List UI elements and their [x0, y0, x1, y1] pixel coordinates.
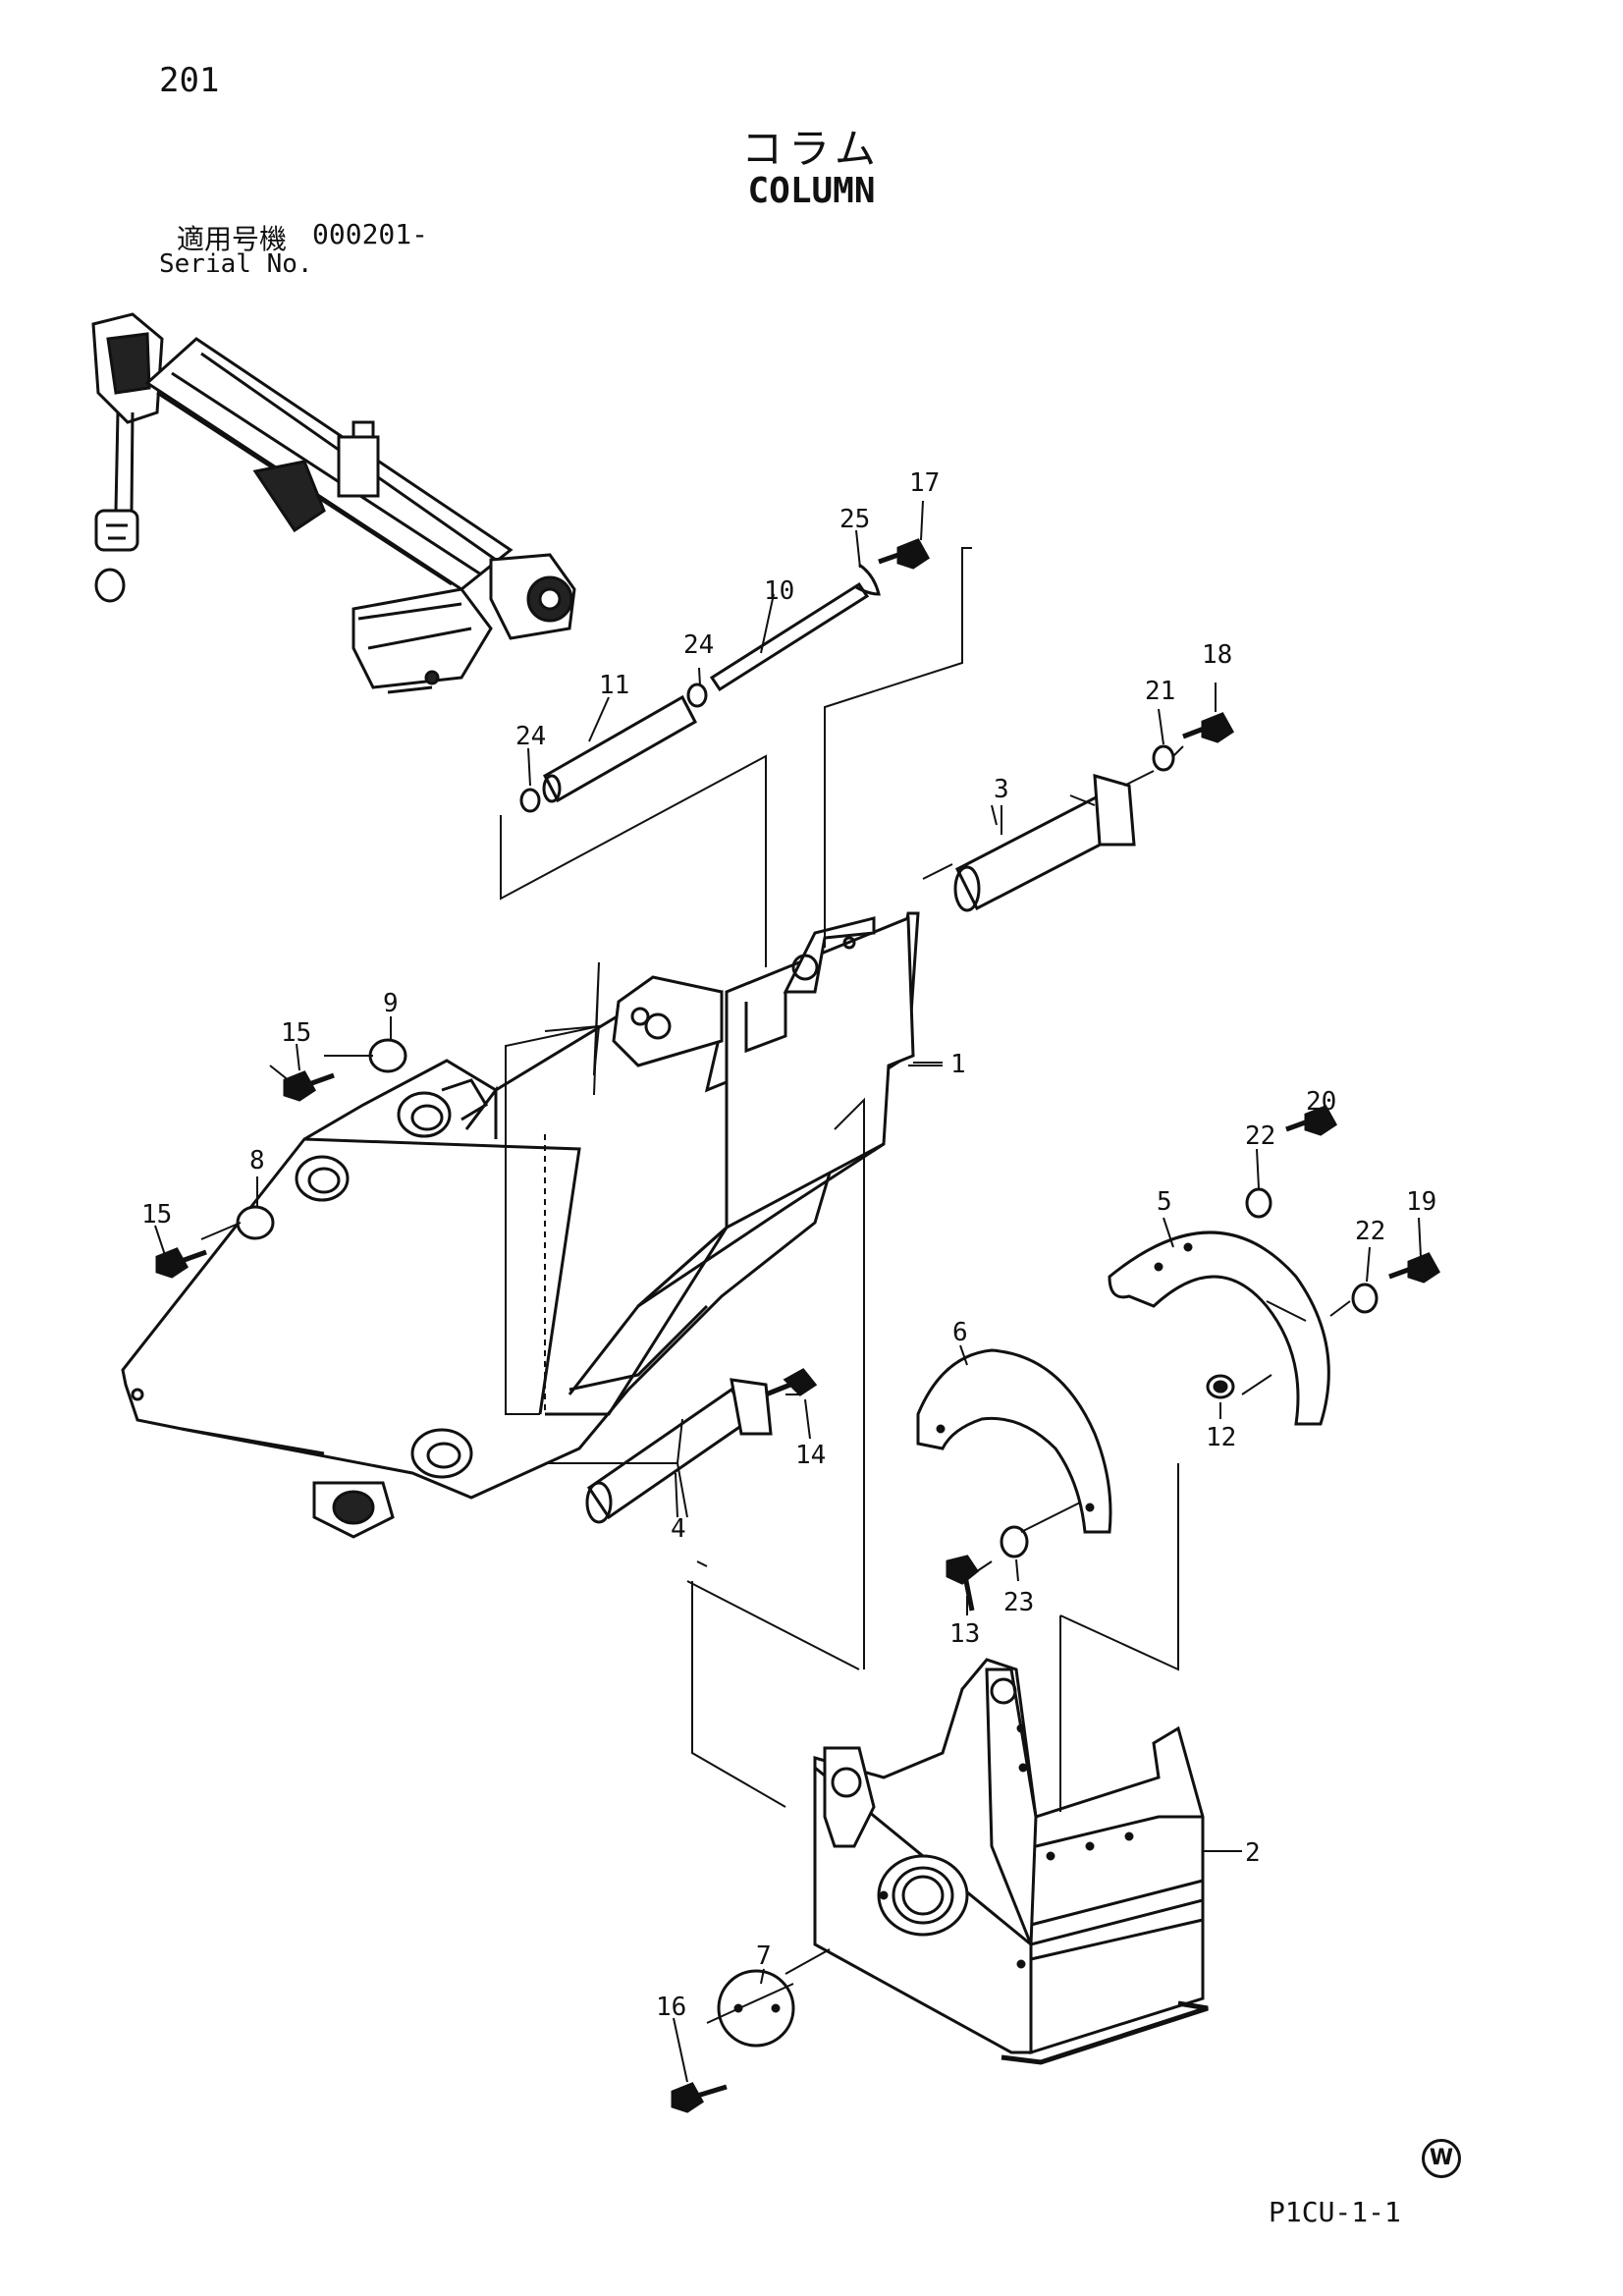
- bolt-part-17: [878, 538, 930, 570]
- w-circle-mark: W: [1422, 2139, 1461, 2178]
- callout-8: 8: [249, 1146, 265, 1175]
- callout-leaders: [154, 500, 1422, 2083]
- crane-overview-illustration: [91, 312, 576, 694]
- callout-17: 17: [909, 468, 940, 498]
- callout-2: 2: [1245, 1838, 1261, 1868]
- cover-part-5: [1108, 1230, 1330, 1426]
- washer-part-22-lower: [1351, 1283, 1379, 1314]
- washer-part-24-lower: [519, 788, 541, 813]
- callout-numbers: 1 2 3 4 5 6 7 8 9 10 11 12 13 14 15 15 1…: [141, 468, 1436, 2022]
- pin-part-3: [953, 773, 1136, 912]
- callout-21: 21: [1145, 677, 1175, 706]
- serial-label-japanese: 適用号機: [177, 223, 288, 255]
- page-title-japanese: コラム: [741, 125, 882, 173]
- serial-number-value: 000201-: [312, 218, 429, 250]
- washer-part-24-upper: [686, 683, 708, 708]
- callout-22-upper: 22: [1245, 1121, 1275, 1151]
- callout-12: 12: [1206, 1423, 1236, 1452]
- callout-6: 6: [952, 1318, 968, 1347]
- cover-plate-part-7: [717, 1969, 795, 2048]
- callout-11: 11: [599, 671, 629, 700]
- bolt-part-18: [1182, 712, 1234, 743]
- callout-22-lower: 22: [1355, 1217, 1385, 1246]
- callout-24-upper: 24: [683, 630, 714, 660]
- bolt-part-16: [671, 2082, 728, 2113]
- frame-base-part-2: [813, 1658, 1209, 2065]
- cover-part-6: [916, 1348, 1112, 1534]
- column-body-part-1: [121, 911, 920, 1539]
- figure-code: P1CU-1-1: [1269, 2196, 1401, 2228]
- washer-part-22-upper: [1245, 1187, 1272, 1219]
- callout-16: 16: [656, 1993, 686, 2022]
- bolt-part-14: [765, 1368, 818, 1397]
- callout-25: 25: [839, 505, 870, 534]
- callout-19: 19: [1406, 1187, 1436, 1217]
- callout-10: 10: [764, 576, 794, 606]
- page-number: 201: [159, 61, 220, 100]
- callout-18: 18: [1202, 640, 1232, 670]
- callout-13: 13: [949, 1619, 980, 1649]
- pin-part-4: [585, 1378, 773, 1524]
- clip-pin-part-25: [855, 563, 881, 596]
- washer-part-21: [1152, 744, 1175, 772]
- callout-20: 20: [1306, 1087, 1336, 1117]
- plate-part-8: [236, 1205, 275, 1240]
- callout-1: 1: [950, 1050, 966, 1079]
- callout-4: 4: [671, 1514, 686, 1544]
- washer-part-23: [1000, 1525, 1029, 1558]
- bolt-part-20: [1285, 1105, 1337, 1136]
- callout-15-lower: 15: [141, 1200, 172, 1230]
- callout-7: 7: [756, 1941, 772, 1971]
- callout-3: 3: [994, 775, 1009, 804]
- callout-24-lower: 24: [515, 722, 546, 751]
- serial-label-english: Serial No.: [159, 249, 313, 279]
- nut-part-12: [1206, 1374, 1235, 1399]
- callout-5: 5: [1157, 1187, 1172, 1217]
- pin-part-10: [709, 581, 870, 692]
- bolt-part-15-upper: [283, 1070, 335, 1102]
- pin-part-11: [542, 694, 697, 803]
- assembly-guide-lines: [200, 547, 1351, 2024]
- callout-15-upper: 15: [281, 1018, 311, 1048]
- bolt-part-19: [1388, 1252, 1440, 1284]
- callout-23: 23: [1003, 1588, 1034, 1617]
- plate-part-9: [368, 1038, 407, 1073]
- callout-9: 9: [383, 989, 399, 1018]
- page-title-english: COLUMN: [747, 171, 876, 211]
- bolt-part-15-lower: [155, 1247, 207, 1279]
- bolt-part-13: [946, 1555, 980, 1612]
- callout-14: 14: [795, 1441, 826, 1470]
